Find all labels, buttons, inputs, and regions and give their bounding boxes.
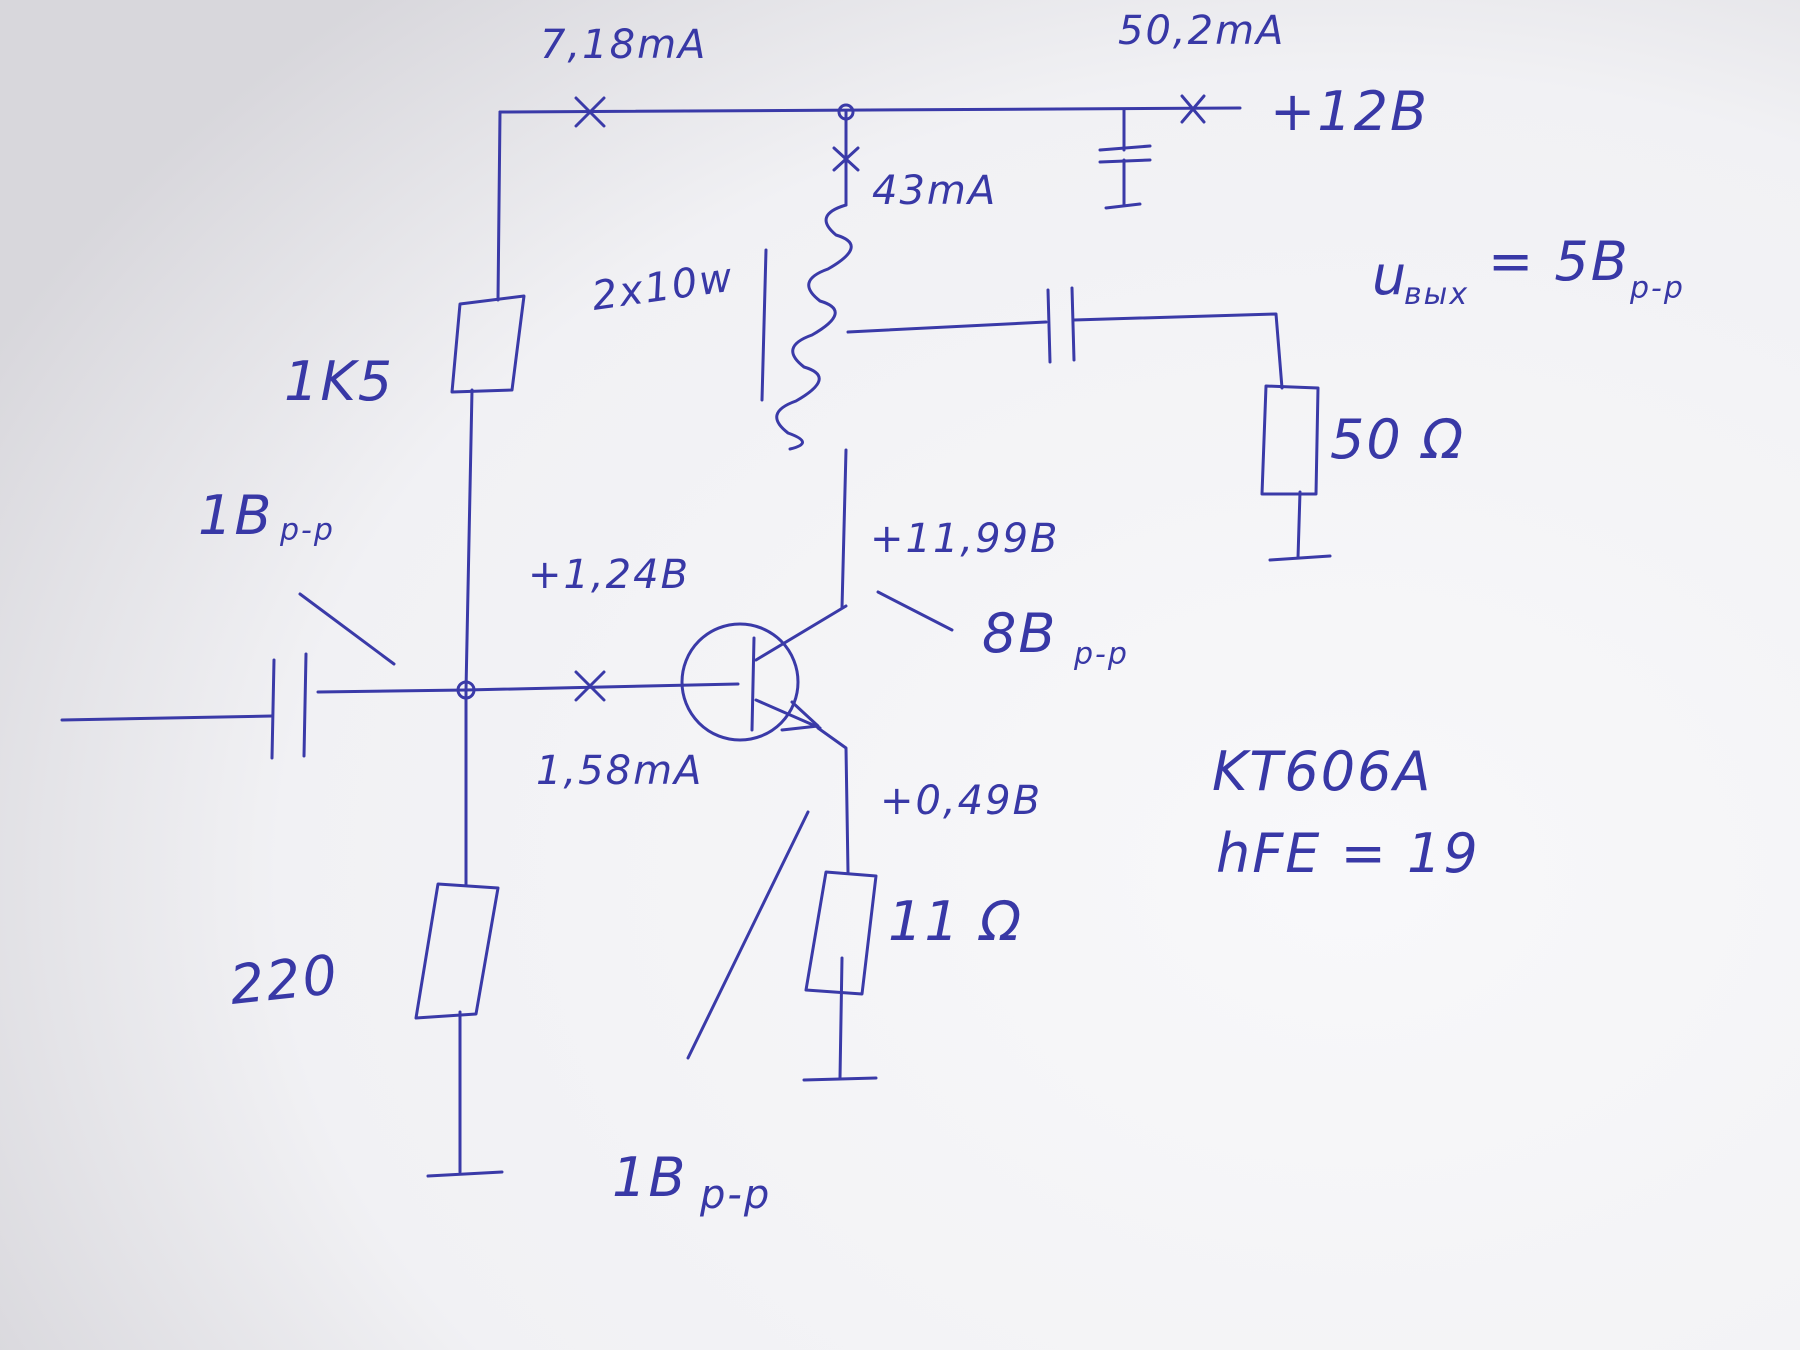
- inductor-coil: [760, 203, 853, 451]
- labels: 7,18mA 50,2mA +12B 43mA 2x10w u вых = 5B…: [198, 8, 1685, 1218]
- label-v-base: +1,24B: [528, 552, 690, 598]
- emitter-arrow-icon: [780, 700, 820, 732]
- label-u-out-value: = 5B: [1488, 230, 1630, 293]
- label-hfe: hFE = 19: [1216, 822, 1480, 885]
- label-transistor: KT606A: [1212, 740, 1432, 803]
- label-r-emitter: 11 Ω: [888, 890, 1023, 953]
- leader-lines: [298, 590, 954, 1060]
- label-i-bias: 7,18mA: [540, 22, 707, 68]
- transistor-kt606a: [680, 604, 848, 742]
- rail-junction: [837, 103, 855, 121]
- mark-collector: [832, 146, 860, 172]
- mark-total: [1180, 94, 1206, 124]
- measure-marks: [574, 94, 1206, 702]
- junction-dots: [456, 103, 855, 700]
- label-v-collector: +11,99B: [870, 516, 1059, 562]
- label-v-collector-pp-unit: p-p: [1073, 637, 1129, 672]
- label-v-collector-pp: 8B: [982, 602, 1057, 665]
- decoupling-capacitor: [1098, 144, 1152, 164]
- ground-symbols: [426, 202, 1332, 1178]
- label-v-in-top: 1B: [198, 484, 273, 547]
- wiring: [60, 106, 1302, 1174]
- resistor-50: [1260, 384, 1320, 496]
- label-r-bottom: 220: [227, 943, 342, 1017]
- label-i-collector: 43mA: [872, 168, 997, 214]
- mark-base: [574, 670, 606, 702]
- label-r-load: 50 Ω: [1330, 408, 1465, 471]
- label-v-emitter-pp-unit: p-p: [699, 1172, 771, 1218]
- resistor-1k5: [450, 294, 526, 394]
- base-junction: [456, 680, 476, 700]
- label-u-out-prefix: u: [1372, 244, 1408, 307]
- label-u-out-unit: p-p: [1629, 271, 1685, 306]
- label-r-top: 1K5: [284, 350, 394, 413]
- transistor-collector-leg: [754, 604, 848, 662]
- resistor-11: [804, 870, 878, 996]
- label-i-total: 50,2mA: [1118, 8, 1285, 54]
- transistor-emitter-leg: [754, 698, 822, 730]
- input-capacitor: [270, 652, 308, 760]
- label-i-base: 1,58mA: [536, 748, 703, 794]
- label-v-in-top-unit: p-p: [279, 513, 335, 548]
- resistor-220: [414, 882, 500, 1020]
- output-capacitor: [1046, 286, 1076, 364]
- mark-bias: [574, 96, 606, 128]
- label-v-emitter-pp: 1B: [612, 1146, 687, 1209]
- label-u-out-sub: вых: [1404, 277, 1469, 312]
- label-v-emitter: +0,49B: [880, 778, 1042, 824]
- label-supply: +12B: [1270, 80, 1429, 143]
- transistor-base-bar: [750, 636, 756, 732]
- inductor-core: [760, 248, 768, 402]
